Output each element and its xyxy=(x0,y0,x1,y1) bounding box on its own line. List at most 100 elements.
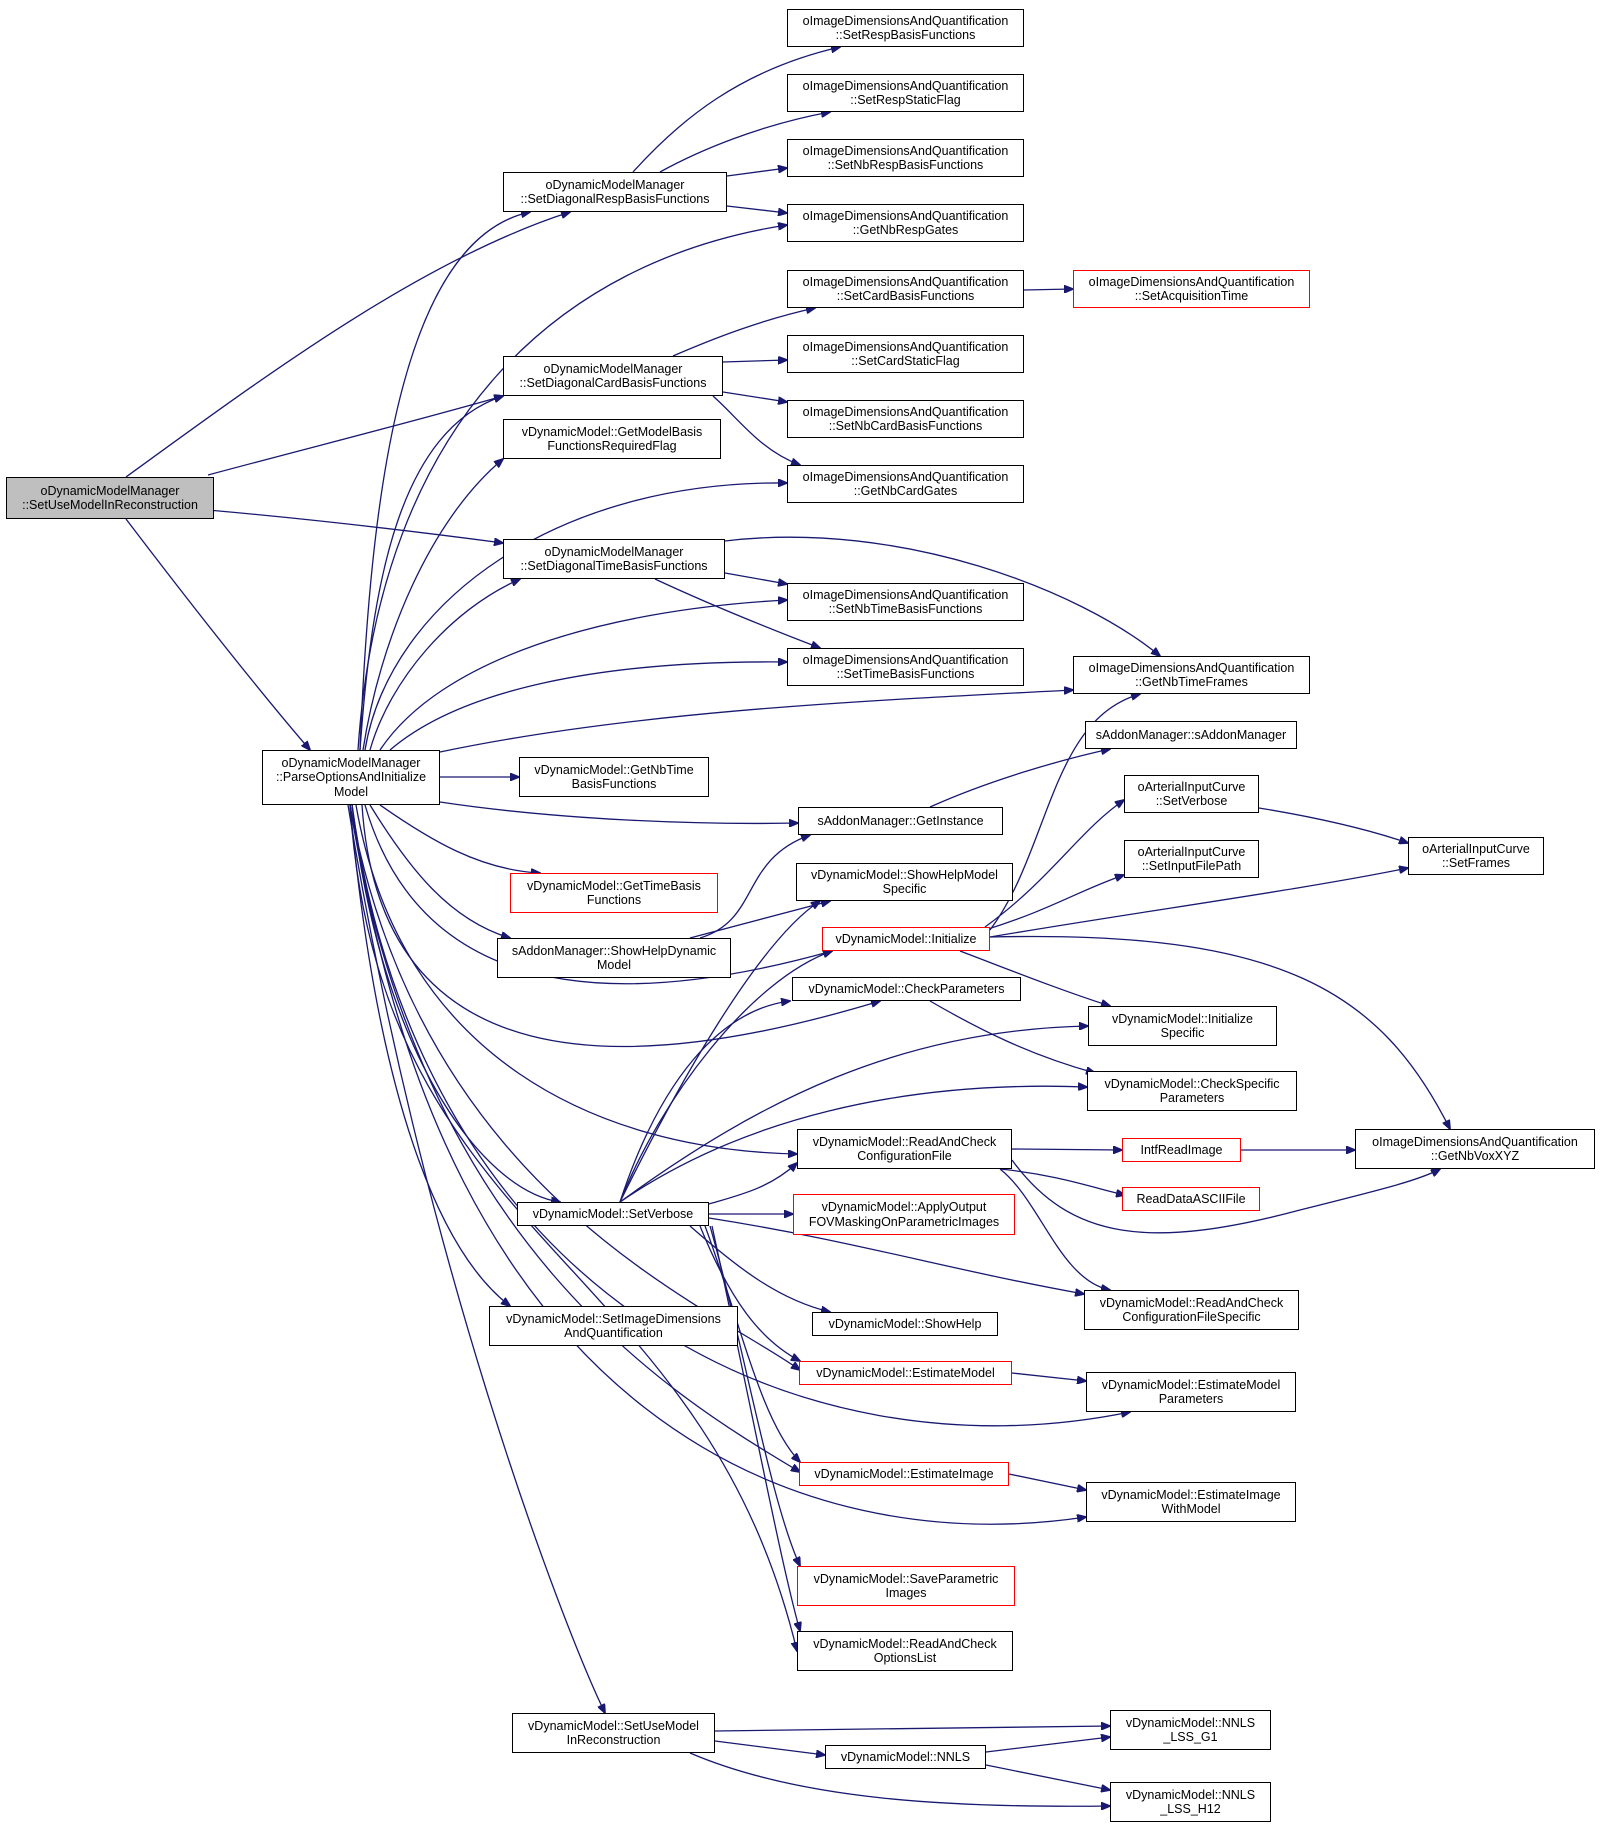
node-label: ::GetNbCardGates xyxy=(853,484,958,498)
node-gncg[interactable]: oImageDimensionsAndQuantification::GetNb… xyxy=(787,465,1024,503)
node-gnrg[interactable]: oImageDimensionsAndQuantification::GetNb… xyxy=(787,204,1024,242)
node-snrb[interactable]: oImageDimensionsAndQuantification::SetNb… xyxy=(787,139,1024,177)
edge-sdcb-to-gncg xyxy=(712,395,800,465)
node-iri[interactable]: IntfReadImage xyxy=(1122,1138,1241,1162)
node-label: oDynamicModelManager xyxy=(545,177,685,192)
node-ei[interactable]: vDynamicModel::EstimateImage xyxy=(799,1462,1009,1486)
node-label: WithModel xyxy=(1161,1502,1221,1516)
edge-sv-to-sh xyxy=(689,1225,830,1312)
node-label: oImageDimensionsAndQuantification xyxy=(1088,274,1295,289)
node-sat[interactable]: oImageDimensionsAndQuantification::SetAc… xyxy=(1073,270,1310,308)
node-label: ConfigurationFileSpecific xyxy=(1122,1310,1261,1324)
edge-nnls-to-nnh12 xyxy=(985,1764,1110,1790)
edge-init-to-acfp xyxy=(984,875,1124,931)
node-label: vDynamicModel::CheckParameters xyxy=(808,981,1005,996)
node-label: ConfigurationFile xyxy=(857,1149,952,1163)
node-sncb[interactable]: oImageDimensionsAndQuantification::SetNb… xyxy=(787,400,1024,438)
node-label: Parameters xyxy=(1159,1091,1225,1105)
node-label: vDynamicModel::NNLS xyxy=(840,1749,971,1764)
node-em[interactable]: vDynamicModel::EstimateModel xyxy=(799,1361,1012,1385)
node-sdrb[interactable]: oDynamicModelManager::SetDiagonalRespBas… xyxy=(503,172,727,212)
node-label: Model xyxy=(596,958,632,972)
node-nng1[interactable]: vDynamicModel::NNLS_LSS_G1 xyxy=(1110,1710,1271,1750)
edge-poi-to-gmbf xyxy=(362,459,503,751)
node-stbf[interactable]: oImageDimensionsAndQuantification::SetTi… xyxy=(787,648,1024,686)
edge-gi-to-sam xyxy=(929,749,1110,808)
node-label: oDynamicModelManager xyxy=(543,361,683,376)
node-gntf[interactable]: oImageDimensionsAndQuantification::GetNb… xyxy=(1073,656,1310,694)
node-sv[interactable]: vDynamicModel::SetVerbose xyxy=(517,1202,709,1226)
node-label: oDynamicModelManager xyxy=(40,483,180,498)
node-scsf[interactable]: oImageDimensionsAndQuantification::SetCa… xyxy=(787,335,1024,373)
edge-sdtb-to-sntb xyxy=(724,572,787,584)
edge-poi-to-sdrb xyxy=(359,212,530,751)
node-nnh12[interactable]: vDynamicModel::NNLS_LSS_H12 xyxy=(1110,1782,1271,1822)
node-label: oDynamicModelManager xyxy=(544,544,684,559)
node-poi[interactable]: oDynamicModelManager::ParseOptionsAndIni… xyxy=(262,750,440,805)
node-init[interactable]: vDynamicModel::Initialize xyxy=(822,927,990,951)
edge-acsv-to-acsf xyxy=(1258,807,1408,843)
node-label: vDynamicModel::ReadAndCheck xyxy=(813,1636,997,1651)
node-sam[interactable]: sAddonManager::sAddonManager xyxy=(1085,721,1297,749)
node-label: ::SetInputFilePath xyxy=(1141,859,1242,873)
edge-init-to-gnvx xyxy=(989,935,1450,1129)
node-sntb[interactable]: oImageDimensionsAndQuantification::SetNb… xyxy=(787,583,1024,621)
node-label: vDynamicModel::EstimateImage xyxy=(814,1466,994,1481)
node-label: AndQuantification xyxy=(564,1326,663,1340)
node-label: vDynamicModel::EstimateModel xyxy=(816,1365,995,1380)
node-label: vDynamicModel::GetTimeBasis xyxy=(527,878,701,893)
node-acsv[interactable]: oArterialInputCurve::SetVerbose xyxy=(1124,775,1259,813)
node-srbf[interactable]: oImageDimensionsAndQuantification::SetRe… xyxy=(787,9,1024,47)
edge-scbf-to-sat xyxy=(1023,289,1073,290)
node-nnls[interactable]: vDynamicModel::NNLS xyxy=(825,1745,986,1769)
edge-poi-to-sdcb xyxy=(359,396,503,751)
edge-poi-to-shd xyxy=(369,804,510,938)
edge-init-to-acsv xyxy=(984,800,1124,928)
node-label: BasisFunctions xyxy=(571,777,657,791)
edge-sdcb-to-scsf xyxy=(722,360,787,362)
node-cp[interactable]: vDynamicModel::CheckParameters xyxy=(792,977,1021,1001)
node-gnvx[interactable]: oImageDimensionsAndQuantification::GetNb… xyxy=(1355,1129,1595,1169)
edge-poi-to-rcc xyxy=(355,804,797,1154)
node-label: vDynamicModel::SetImageDimensions xyxy=(506,1311,721,1326)
edge-sumr-to-nng1 xyxy=(714,1726,1110,1732)
node-label: ::SetRespStaticFlag xyxy=(850,93,961,107)
node-label: Images xyxy=(885,1586,927,1600)
node-rda[interactable]: ReadDataASCIIFile xyxy=(1122,1187,1260,1211)
edge-sdcb-to-scbf xyxy=(672,308,815,357)
node-sdcb[interactable]: oDynamicModelManager::SetDiagonalCardBas… xyxy=(503,356,723,396)
node-gi[interactable]: sAddonManager::GetInstance xyxy=(798,807,1003,835)
edge-poi-to-ei xyxy=(349,804,800,1472)
edge-root-to-poi xyxy=(125,518,310,750)
node-acfp[interactable]: oArterialInputCurve::SetInputFilePath xyxy=(1124,840,1259,878)
node-acsf[interactable]: oArterialInputCurve::SetFrames xyxy=(1408,837,1544,875)
node-sh[interactable]: vDynamicModel::ShowHelp xyxy=(812,1312,998,1336)
edge-poi-to-stbf xyxy=(389,662,787,751)
edge-sv-to-rcol xyxy=(711,1225,800,1631)
node-srsf[interactable]: oImageDimensionsAndQuantification::SetRe… xyxy=(787,74,1024,112)
edge-sv-to-rcc xyxy=(708,1163,797,1205)
node-scbf[interactable]: oImageDimensionsAndQuantification::SetCa… xyxy=(787,270,1024,308)
node-label: vDynamicModel::ApplyOutput xyxy=(821,1200,987,1214)
node-sdtb[interactable]: oDynamicModelManager::SetDiagonalTimeBas… xyxy=(503,539,725,579)
node-label: oDynamicModelManager xyxy=(281,755,421,770)
node-label: InReconstruction xyxy=(566,1733,661,1747)
edge-poi-to-gncg xyxy=(364,483,787,751)
node-label: oImageDimensionsAndQuantification xyxy=(802,652,1009,667)
